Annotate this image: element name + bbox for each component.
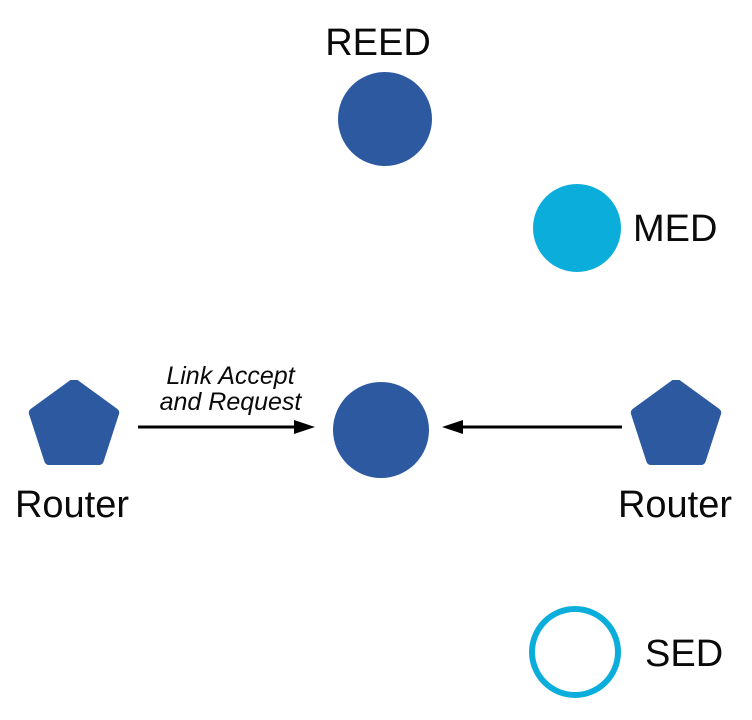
- sed-node-label: SED: [645, 633, 724, 675]
- router-left-pentagon: [28, 380, 120, 466]
- router-right-pentagon: [630, 380, 722, 466]
- reed-node-circle: [338, 72, 432, 166]
- router-right-pentagon-shape: [630, 380, 722, 466]
- edge-right-arrow: [442, 420, 622, 434]
- router-left-pentagon-shape: [28, 380, 120, 466]
- med-node-circle: [533, 184, 621, 272]
- center-node-circle: [333, 382, 429, 478]
- router-right-label: Router: [617, 484, 733, 526]
- med-node-label: MED: [633, 208, 718, 250]
- router-left-label: Router: [14, 484, 130, 526]
- edge-left-arrowhead-icon: [294, 420, 315, 434]
- reed-node-label: REED: [325, 22, 431, 64]
- edge-left-arrow: [138, 420, 315, 434]
- sed-node-circle: [529, 606, 621, 698]
- edge-left-label: Link Accept and Request: [159, 362, 302, 416]
- edge-right-arrowhead-icon: [442, 420, 463, 434]
